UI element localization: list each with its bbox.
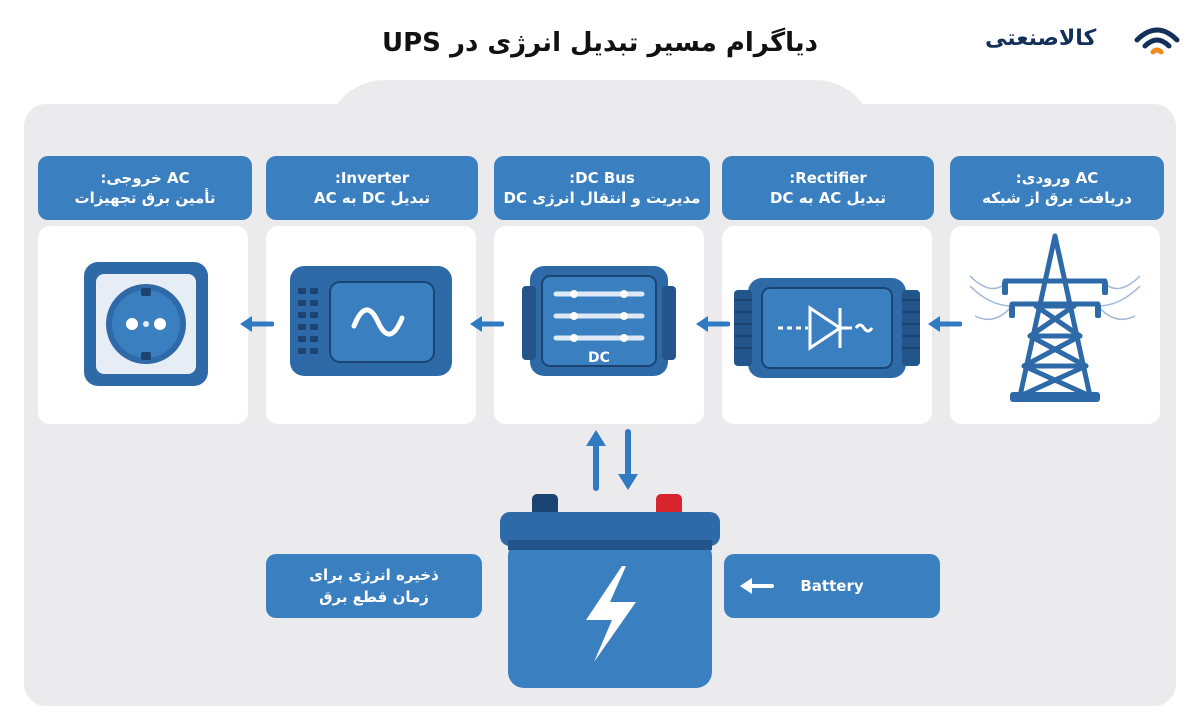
stage-label-ac-input: AC ورودی: دریافت برق از شبکه <box>950 156 1164 220</box>
battery-icon <box>500 494 720 688</box>
stage-title: Rectifier: <box>789 168 867 187</box>
arrow-left-icon <box>740 578 774 594</box>
battery-label: Battery <box>800 576 864 595</box>
stage-description: مدیریت و انتقال انرژی DC <box>503 189 701 207</box>
arrow-left-icon <box>470 316 504 332</box>
page-title: دیاگرام مسیر تبدیل انرژی در UPS <box>382 28 818 58</box>
stage-card-ac-input <box>950 226 1160 424</box>
inverter-icon <box>290 266 452 376</box>
stage-title: AC ورودی: <box>1015 168 1099 187</box>
stage-label-inverter: Inverter: تبدیل DC به AC <box>266 156 478 220</box>
arrow-left-icon <box>240 316 274 332</box>
arrow-left-icon <box>696 316 730 332</box>
stage-card-ac-output <box>38 226 248 424</box>
stage-description: تبدیل DC به AC <box>314 189 430 207</box>
battery-note-box: ذخیره انرژی برای زمان قطع برق <box>266 554 482 618</box>
bidirectional-arrow-icon <box>586 429 638 491</box>
stage-card-rectifier <box>722 226 932 424</box>
arrow-left-icon <box>928 316 962 332</box>
battery-note-line1: ذخیره انرژی برای <box>309 565 439 584</box>
stage-title: Inverter: <box>334 168 410 187</box>
stage-title: DC Bus: <box>569 168 635 187</box>
stage-card-dc-bus: DC <box>494 226 704 424</box>
battery-note-line2: زمان قطع برق <box>319 588 429 606</box>
dc-bus-device-label: DC <box>588 350 610 366</box>
brand-name: کالاصنعتی <box>985 26 1097 51</box>
battery-label-box: Battery <box>724 554 940 618</box>
rectifier-icon <box>734 278 920 378</box>
stage-title: AC خروجی: <box>100 168 190 187</box>
power-outlet-icon <box>84 262 208 386</box>
stage-card-inverter <box>266 226 476 424</box>
wifi-logo-icon <box>1134 27 1180 55</box>
power-tower-icon <box>969 233 1141 402</box>
dc-bus-icon: DC <box>522 266 676 376</box>
brand-logo: کالاصنعتی <box>985 20 1180 60</box>
stage-label-rectifier: Rectifier: تبدیل AC به DC <box>722 156 934 220</box>
stage-description: تأمین برق تجهیزات <box>74 189 216 207</box>
stage-description: تبدیل AC به DC <box>770 189 886 207</box>
stage-label-ac-output: AC خروجی: تأمین برق تجهیزات <box>38 156 252 220</box>
stage-label-dc-bus: DC Bus: مدیریت و انتقال انرژی DC <box>494 156 710 220</box>
stage-description: دریافت برق از شبکه <box>982 189 1132 207</box>
